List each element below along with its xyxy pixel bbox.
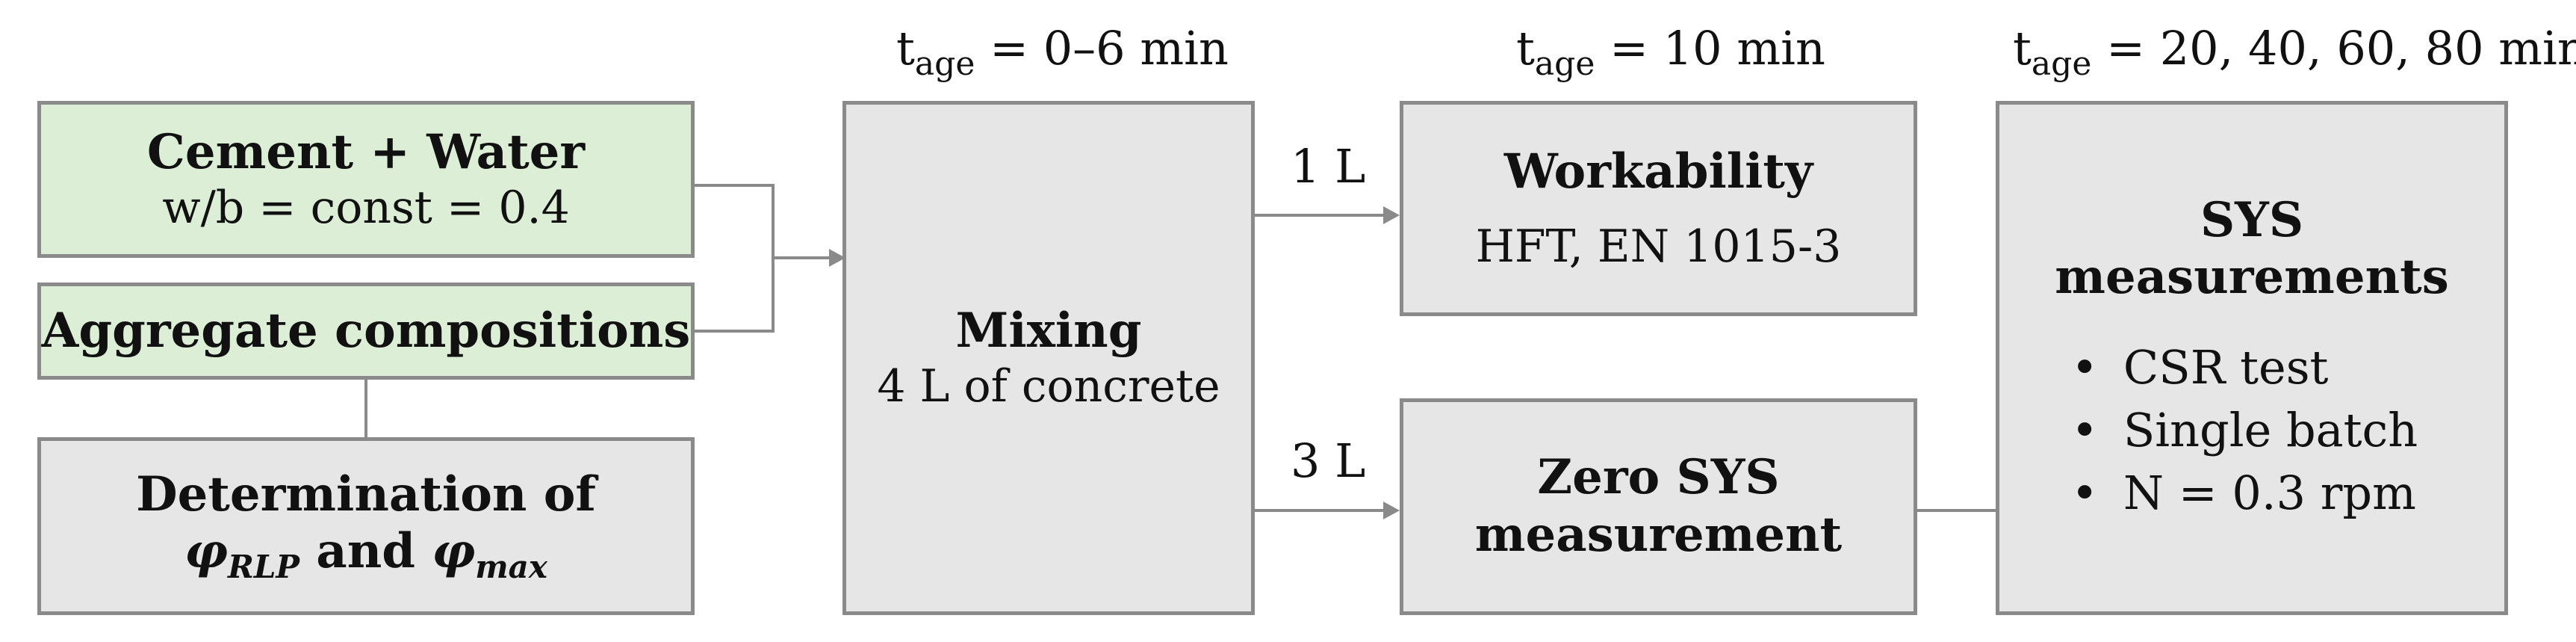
zero-sys-line2: measurement [1474, 507, 1843, 563]
workability-title: Workability [1503, 143, 1813, 200]
header-workability-time: tage = 10 min [1516, 21, 1825, 83]
determination-title: Determination of [136, 466, 596, 522]
header-mixing-time: tage = 0–6 min [896, 21, 1229, 83]
zero-sys-arrowhead [1383, 501, 1400, 519]
flow-label-1l: 1 L [1291, 139, 1366, 194]
bullet-icon: • [2070, 465, 2099, 520]
list-item-text: Single batch [2123, 402, 2418, 457]
merge-arrowhead [829, 249, 845, 267]
flow-label-3l: 3 L [1291, 433, 1366, 488]
aggregate-box: Aggregate compositions [37, 283, 695, 380]
phi-rlp-symbol: φ [184, 523, 228, 580]
list-item-text: N = 0.3 rpm [2123, 465, 2416, 520]
aggregate-title: Aggregate compositions [41, 302, 691, 359]
list-item: • Single batch [2071, 399, 2418, 462]
zero-sys-line1: Zero SYS [1537, 449, 1780, 506]
bullet-icon: • [2070, 340, 2099, 395]
zero-sys-box: Zero SYS measurement [1400, 398, 1917, 615]
workability-method: HFT, EN 1015-3 [1475, 220, 1842, 274]
and-text: and [300, 523, 432, 580]
list-item-text: CSR test [2123, 340, 2329, 395]
sys-measurements-list: • CSR test • Single batch • N = 0.3 rpm [2071, 336, 2418, 524]
mixing-title: Mixing [955, 302, 1142, 359]
sys-measurements-box: SYS measurements • CSR test • Single batch… [1996, 101, 2508, 615]
mixing-box: Mixing 4 L of concrete [842, 101, 1255, 615]
cement-water-ratio: w/b = const = 0.4 [162, 182, 570, 235]
sys-measurements-title: SYS measurements [2055, 191, 2449, 306]
cement-water-box: Cement + Water w/b = const = 0.4 [37, 101, 695, 258]
header-sys-time: tage = 20, 40, 60, 80 min [2013, 21, 2576, 83]
list-item: • N = 0.3 rpm [2071, 462, 2418, 525]
phi-max-subscript: max [475, 549, 547, 586]
cement-connector [695, 184, 775, 333]
bullet-icon: • [2070, 402, 2099, 457]
cement-water-title: Cement + Water [146, 123, 586, 180]
phi-rlp-subscript: RLP [227, 549, 300, 586]
determination-symbols: φRLP and φmax [184, 523, 547, 586]
workability-arrowhead [1383, 206, 1400, 224]
workability-box: Workability HFT, EN 1015-3 [1400, 101, 1917, 316]
mixing-volume: 4 L of concrete [877, 360, 1220, 413]
determination-box: Determination of φRLP and φmax [37, 437, 695, 615]
phi-max-symbol: φ [432, 523, 476, 580]
list-item: • CSR test [2071, 336, 2418, 399]
